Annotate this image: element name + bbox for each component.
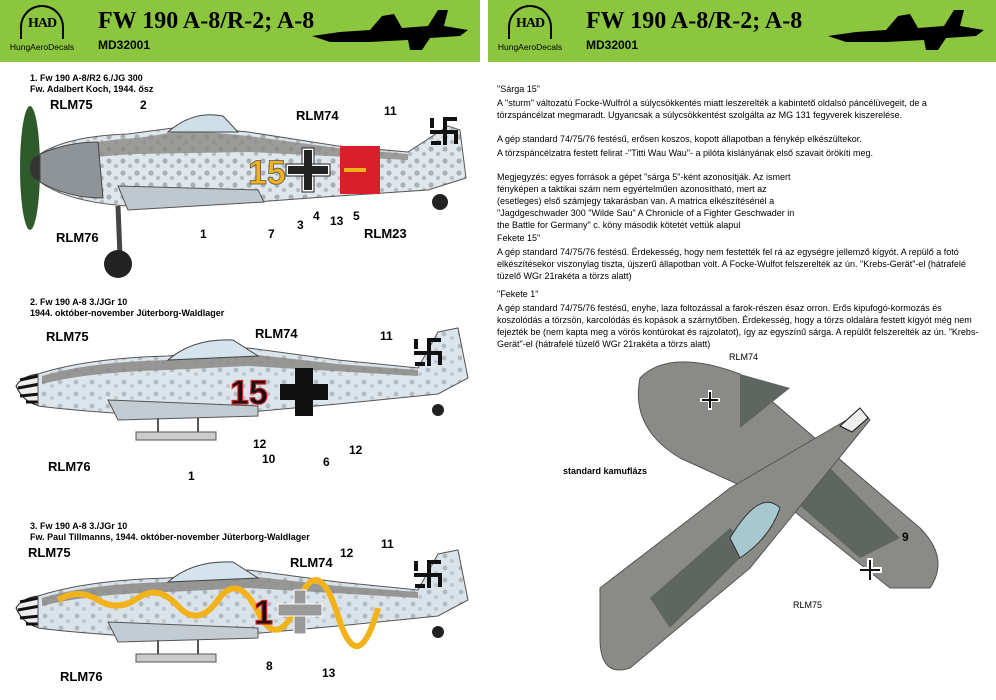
notes-s2-heading: Fekete 15" [497,233,541,243]
s1-rlm74: RLM74 [296,108,339,123]
notes-s1-p3: A törzspáncélzatra festett felirat -"Tit… [497,148,874,158]
s2-n1: 1 [188,469,195,483]
notes-s1-heading: "Sárga 15" [497,84,540,94]
top-view-drawing [599,361,939,671]
s2-n12a: 12 [253,437,267,451]
s1-n4: 4 [313,209,320,223]
s1-n5: 5 [353,209,360,223]
header-left: HAD HungAeroDecals FW 190 A-8/R-2; A-8 M… [0,0,480,62]
scheme1-title-line2: Fw. Adalbert Koch, 1944. ősz [30,84,154,94]
scheme2-title-line1: 2. Fw 190 A-8 3./JGr 10 [30,297,128,307]
scheme3-profile: 1 [15,549,469,663]
had-logo: HAD HungAeroDecals [6,5,78,57]
jet-silhouette-icon [312,10,468,50]
s3-n12: 12 [340,546,354,560]
sheet-title: FW 190 A-8/R-2; A-8 [98,8,315,34]
s1-n11: 11 [384,104,397,118]
s1-n13: 13 [330,214,344,228]
s1-n7: 7 [268,227,275,241]
s1-rlm75: RLM75 [50,97,93,112]
s2-rlm75: RLM75 [46,329,89,344]
s2-n12b: 12 [349,443,363,457]
scheme1-title-line1: 1. Fw 190 A-8/R2 6./JG 300 [30,73,143,83]
s1-n2: 2 [140,98,147,112]
sheet-title-right: FW 190 A-8/R-2; A-8 [586,8,803,34]
notes-s2-p1: A gép standard 74/75/76 festésű. Érdekes… [497,247,966,281]
s1-rlm23: RLM23 [364,226,407,241]
had-logo-right: HAD HungAeroDecals [494,5,566,57]
sheet-code-right: MD32001 [586,38,639,52]
s1-n3: 3 [297,218,304,232]
top-rlm74: RLM74 [729,352,759,362]
s2-n11: 11 [380,329,393,343]
scheme2-nose-number: 15 [230,374,268,412]
s3-rlm76: RLM76 [60,669,103,684]
s3-n8: 8 [266,659,273,673]
notes-s1-p2: A gép standard 74/75/76 festésű, erősen … [497,134,862,144]
scheme1-profile: 15 [20,106,467,278]
scheme3-nose-number: 1 [254,594,273,632]
jet-silhouette-icon-right [828,10,984,50]
s3-rlm75: RLM75 [28,545,71,560]
scheme3-title-line1: 3. Fw 190 A-8 3./JGr 10 [30,521,128,531]
sheet-code: MD32001 [98,38,151,52]
s2-n6: 6 [323,455,330,469]
notes-scheme3: "Fekete 1" A gép standard 74/75/76 festé… [497,288,983,352]
s1-n1: 1 [200,227,207,241]
notes-scheme2: Fekete 15" A gép standard 74/75/76 festé… [497,232,983,284]
s1-rlm76: RLM76 [56,230,99,245]
notes-s3-p1: A gép standard 74/75/76 festésű, enyhe, … [497,303,979,349]
scheme1-title: 1. Fw 190 A-8/R2 6./JG 300 Fw. Adalbert … [30,73,153,95]
notes-s3-heading: "Fekete 1" [497,289,539,299]
notes-s1-p4: Megjegyzés: egyes források a gépet "sárg… [497,172,795,230]
scheme3-title: 3. Fw 190 A-8 3./JGr 10 Fw. Paul Tillman… [30,521,310,543]
logo-subtitle-right: HungAeroDecals [497,42,563,52]
s2-n10: 10 [262,452,276,466]
logo-mark-right: HAD [508,5,552,39]
scheme1-nose-number: 15 [248,154,286,192]
s2-rlm74: RLM74 [255,326,298,341]
s3-rlm74: RLM74 [290,555,333,570]
scheme2-title-line2: 1944. október-november Jüterborg-Waldlag… [30,308,225,318]
logo-mark: HAD [20,5,64,39]
scheme2-title: 2. Fw 190 A-8 3./JGr 10 1944. október-no… [30,297,224,319]
top-caption: standard kamuflázs [563,466,648,476]
s3-n11: 11 [381,537,394,551]
s3-n13: 13 [322,666,336,680]
logo-subtitle: HungAeroDecals [9,42,75,52]
scheme2-profile: 15 [15,327,469,441]
scheme3-title-line2: Fw. Paul Tillmanns, 1944. október-novemb… [30,532,310,542]
notes-scheme1: "Sárga 15" A "sturm" változatú Focke-Wul… [497,83,983,233]
s2-rlm76: RLM76 [48,459,91,474]
top-rlm75: RLM75 [793,600,823,610]
top-n9: 9 [902,530,909,544]
notes-s1-p1: A "sturm" változatú Focke-Wulfról a súly… [497,98,927,120]
header-right: HAD HungAeroDecals FW 190 A-8/R-2; A-8 M… [488,0,996,62]
